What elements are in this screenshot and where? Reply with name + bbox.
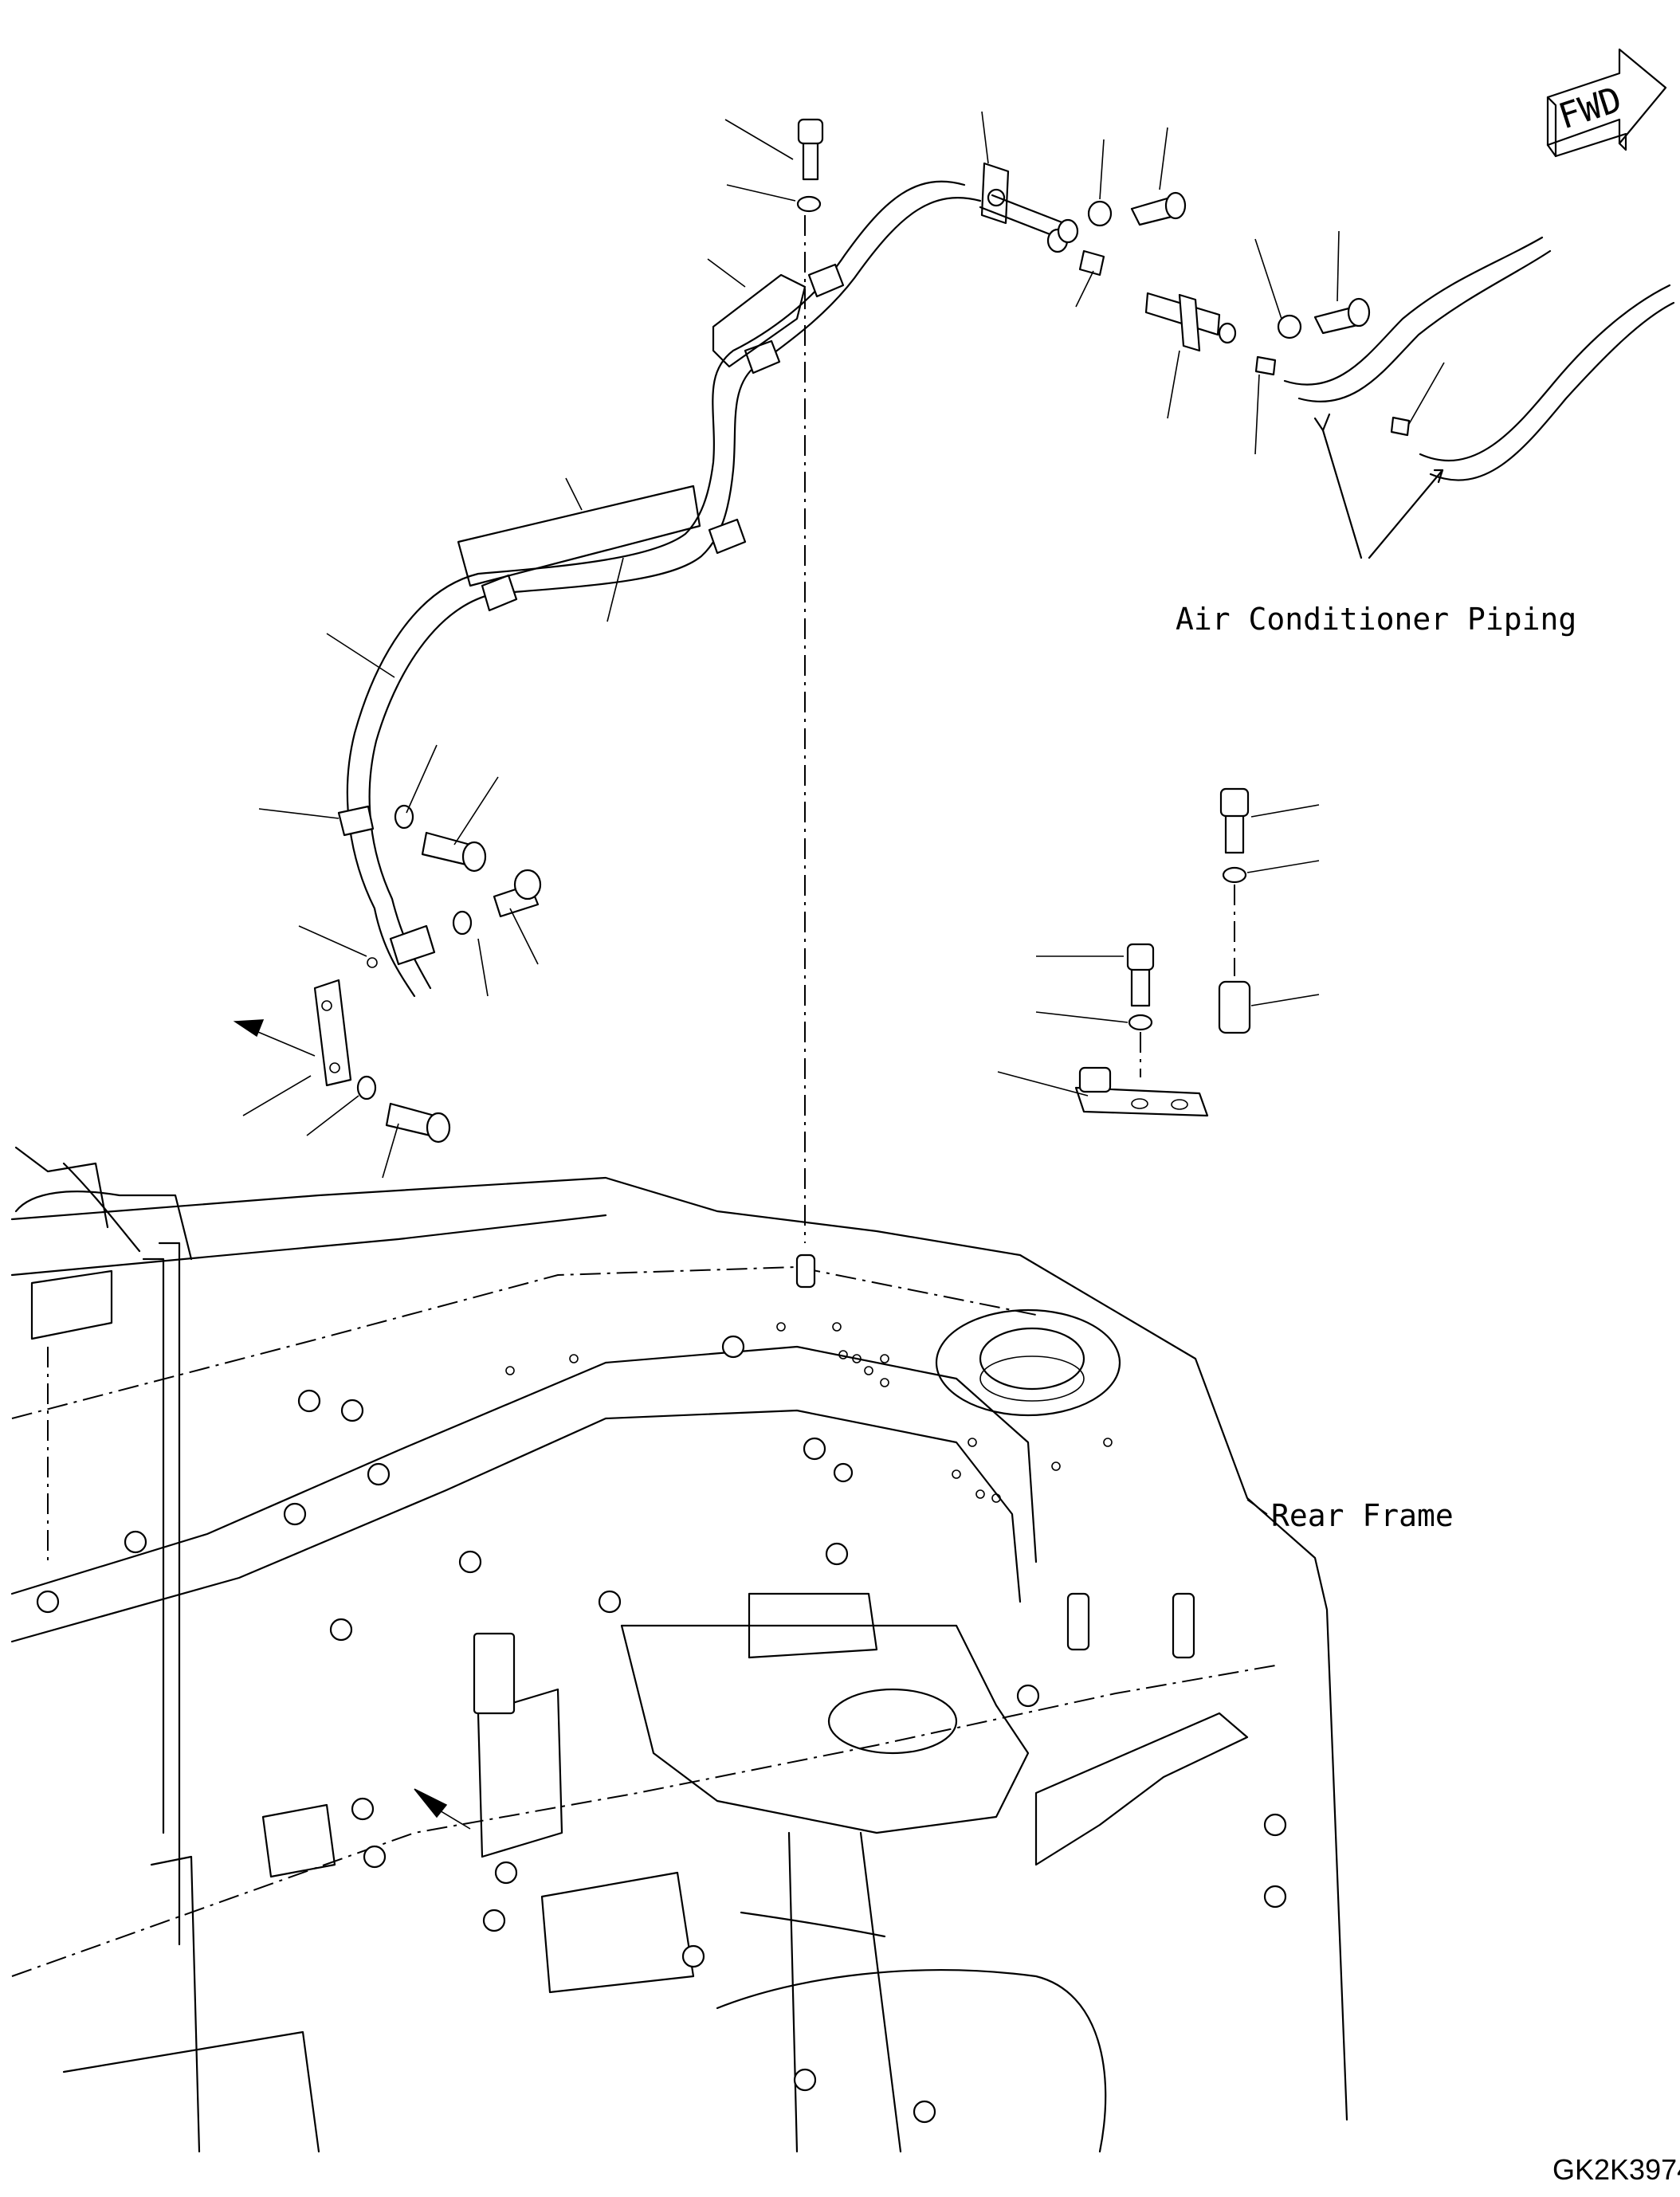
rear-frame-label: Rear Frame — [1271, 1498, 1454, 1533]
leader-arrow-icon — [233, 1019, 471, 1830]
rear-frame — [10, 1146, 1348, 2153]
fasteners — [356, 118, 1411, 1144]
spacer-assembly — [1074, 787, 1251, 1117]
leader-lines — [238, 111, 1445, 1179]
air-conditioner-piping-label: Air Conditioner Piping — [1176, 602, 1576, 637]
hose-assembly — [313, 162, 1079, 1087]
figure-code: GK2K3974 — [1552, 2153, 1680, 2186]
forward-arrow-icon: FWD — [1546, 48, 1667, 158]
rear-frame-leader — [1246, 1499, 1268, 1515]
forward-label: FWD — [1554, 79, 1627, 137]
air-conditioner-piping: Air Conditioner Piping — [1176, 236, 1675, 637]
